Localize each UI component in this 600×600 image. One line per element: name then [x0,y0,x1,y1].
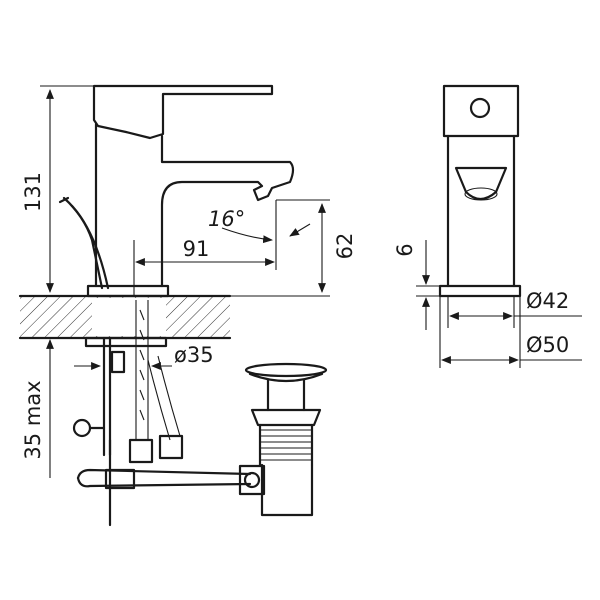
dim-50-label: Ø50 [526,333,569,357]
dim-131-label: 131 [21,172,45,212]
linkage-rod [76,468,252,480]
lever-handle [92,84,274,140]
faucet-front-view [438,84,522,298]
hose-1-nut [128,438,154,464]
pivot-housing [238,464,266,496]
dim-62-label: 62 [333,233,357,260]
faucet-base [86,284,170,298]
faucet-side-view [58,84,295,527]
front-handle [442,84,520,138]
dim-hole-diameter-label: ø35 [174,343,214,367]
front-dimensions [416,240,582,368]
countertop [18,294,232,340]
dim-16deg-label: 16° [208,207,245,231]
dim-6-label: 6 [393,243,417,256]
dim-35max-label: 35 max [21,380,45,459]
dim-42-label: Ø42 [526,289,569,313]
dim-91-label: 91 [183,237,210,261]
handle-cap [469,97,491,119]
nut [110,350,126,374]
hose-1 [135,300,149,440]
front-body [446,134,516,288]
front-base [438,284,522,298]
rod-knob [72,418,92,438]
hose-2 [147,355,181,441]
spout [160,134,295,288]
aerator [454,166,508,201]
mounting-plate [84,336,168,348]
hose-2-nut [158,434,184,460]
side-dimensions [40,85,330,478]
drain-plug [238,362,328,517]
